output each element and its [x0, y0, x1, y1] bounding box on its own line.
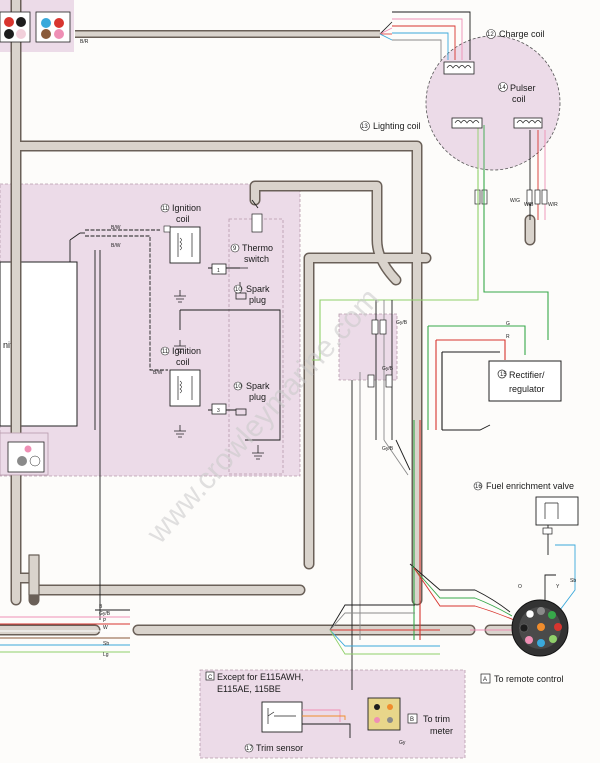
- pulser-coil-num: 14: [499, 85, 506, 91]
- wire-code-r: R: [506, 334, 510, 340]
- thermo-switch-label-1: Thermo: [242, 243, 273, 253]
- remote-control-connector: [511, 599, 569, 657]
- except-label-1: Except for E115AWH,: [217, 672, 304, 682]
- rectifier-label-2: regulator: [509, 384, 545, 394]
- svg-text:15: 15: [500, 372, 507, 378]
- thermo-switch-label-2: switch: [244, 254, 269, 264]
- wire-code-bw-1: B/W: [111, 225, 121, 231]
- stator-wires: [392, 11, 546, 220]
- rectifier-regulator-box: [488, 360, 562, 402]
- spark-plug-num-bot: 10: [235, 384, 242, 390]
- fuel-valve-num: 16: [475, 484, 482, 490]
- top-harness: [75, 21, 393, 41]
- charge-coil-num: 12: [487, 32, 494, 38]
- remote-control-label: To remote control: [494, 674, 564, 684]
- wire-code-lg: Lg: [103, 652, 109, 658]
- spark-plug-top-label-2: plug: [249, 295, 266, 305]
- charge-coil: [443, 61, 475, 75]
- wire-code-b: B: [99, 604, 103, 610]
- ignition-coil-num-top: 11: [162, 206, 169, 212]
- wire-code-p: P: [103, 618, 107, 624]
- center-connectors: [367, 319, 393, 388]
- trim-meter-label-2: meter: [430, 726, 453, 736]
- pulser-coil: [513, 117, 543, 129]
- wire-code-gyb-2: Gy/B: [382, 366, 394, 372]
- ignition-coil-bottom-label-1: Ignition: [172, 346, 201, 356]
- charge-coil-label: Charge coil: [499, 29, 545, 39]
- ignition-coil-top-label-2: coil: [176, 214, 190, 224]
- trim-sensor: [261, 697, 401, 738]
- spark-plug-bottom-label-2: plug: [249, 392, 266, 402]
- wire-code-o: O: [518, 584, 522, 590]
- wire-code-bw-3: B/W: [153, 370, 163, 376]
- ignition-coil-num-bot: 11: [162, 349, 169, 355]
- remote-letter: A: [483, 677, 487, 683]
- signal-wires: [312, 170, 549, 640]
- wire-code-br-top: B/R: [80, 39, 89, 45]
- unit-fragment-text: nit: [3, 340, 13, 350]
- wire-code-gyb-1: Gy/B: [396, 320, 408, 326]
- wire-code-wg: W/G: [510, 198, 520, 204]
- wire-code-gyb-3: Gy/B: [382, 446, 394, 452]
- lighting-coil: [451, 117, 483, 129]
- top-left-connectors: [0, 11, 71, 43]
- bottom-bundle-splay: [0, 520, 576, 655]
- svg-text:1: 1: [217, 268, 220, 274]
- trim-sensor-area: [199, 669, 466, 759]
- wire-code-y: Y: [556, 584, 560, 590]
- trim-letter: B: [410, 717, 414, 723]
- wire-code-w: W: [103, 625, 108, 631]
- trim-switch-area: [338, 313, 398, 381]
- except-letter: C: [208, 675, 213, 681]
- fuel-valve-label: Fuel enrichment valve: [486, 481, 574, 491]
- wire-code-wb: W/B: [524, 202, 534, 208]
- trim-meter-label-1: To trim: [423, 714, 450, 724]
- wire-code-sb: Sb: [103, 641, 109, 647]
- trim-sensor-num: 17: [246, 746, 253, 752]
- stator-circle: [425, 35, 561, 171]
- rectifier-label-1: Rectifier/: [509, 370, 545, 380]
- spark-plug-area: [228, 218, 284, 475]
- trim-sensor-label: Trim sensor: [256, 743, 303, 753]
- wire-code-sb-r: Sb: [570, 578, 576, 584]
- thermo-switch-num: 9: [233, 246, 237, 252]
- ignition-wires: [69, 199, 281, 620]
- wire-code-gyb-bot: Gy/B: [99, 611, 111, 617]
- bottom-left-connector: [0, 432, 49, 476]
- wire-code-gy: Gy: [399, 740, 406, 746]
- pulser-coil-label-1: Pulser: [510, 83, 536, 93]
- ignition-coil-top: [163, 225, 201, 264]
- lighting-coil-num: 13: [361, 124, 368, 130]
- wire-code-wr: W/R: [548, 202, 558, 208]
- wire-code-g: G: [506, 321, 510, 327]
- pulser-coil-label-2: coil: [512, 94, 526, 104]
- spark-plug-num-top: 10: [235, 287, 242, 293]
- svg-text:3: 3: [217, 408, 220, 414]
- except-label-2: E115AE, 115BE: [217, 684, 281, 694]
- spark-plug-top-label-1: Spark: [246, 284, 270, 294]
- spark-plug-bottom-label-1: Spark: [246, 381, 270, 391]
- ignition-coil-bottom-label-2: coil: [176, 357, 190, 367]
- ignition-coil-bottom: [169, 369, 201, 407]
- lighting-coil-label: Lighting coil: [373, 121, 421, 131]
- wire-code-bw-2: B/W: [111, 243, 121, 249]
- fuel-valve: [535, 496, 579, 535]
- ignition-coil-top-label-1: Ignition: [172, 203, 201, 213]
